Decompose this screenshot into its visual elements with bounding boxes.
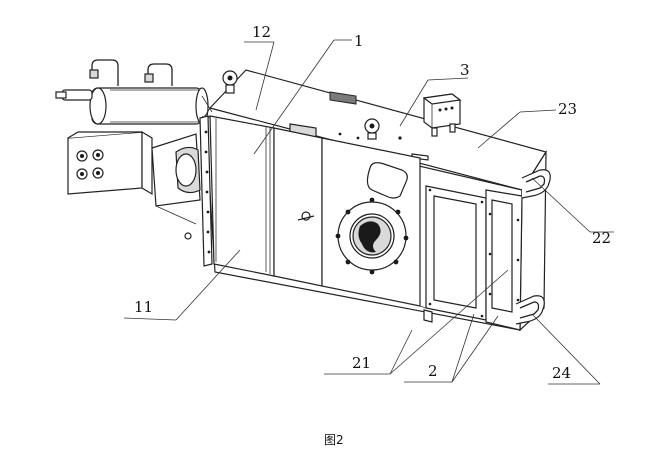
slide-plate — [199, 115, 323, 287]
upper-handle — [521, 169, 551, 199]
label-1: 1 — [354, 32, 364, 50]
end-plate — [485, 189, 523, 331]
bottom-rail — [321, 285, 427, 309]
lock-handle — [297, 211, 315, 221]
reference-labels: 12 1 3 23 22 11 21 2 24 — [134, 23, 611, 382]
side-window — [423, 185, 487, 323]
label-2: 2 — [428, 362, 438, 380]
label-11: 11 — [134, 298, 153, 316]
label-23: 23 — [558, 100, 577, 118]
port-flange — [321, 137, 421, 307]
label-22: 22 — [592, 229, 611, 247]
label-24: 24 — [552, 364, 571, 382]
hydraulic-cylinder — [55, 59, 213, 125]
label-21: 21 — [352, 354, 371, 372]
figure-caption: 图2 — [324, 433, 344, 447]
leader-lines — [123, 39, 614, 385]
mounting-bracket — [151, 133, 201, 240]
bolt-row — [204, 130, 211, 254]
lower-handle — [515, 295, 545, 325]
sensor-box — [422, 93, 462, 137]
control-box — [67, 130, 153, 196]
label-12: 12 — [252, 23, 271, 41]
flange-bolts — [335, 197, 409, 275]
label-3: 3 — [460, 61, 470, 79]
